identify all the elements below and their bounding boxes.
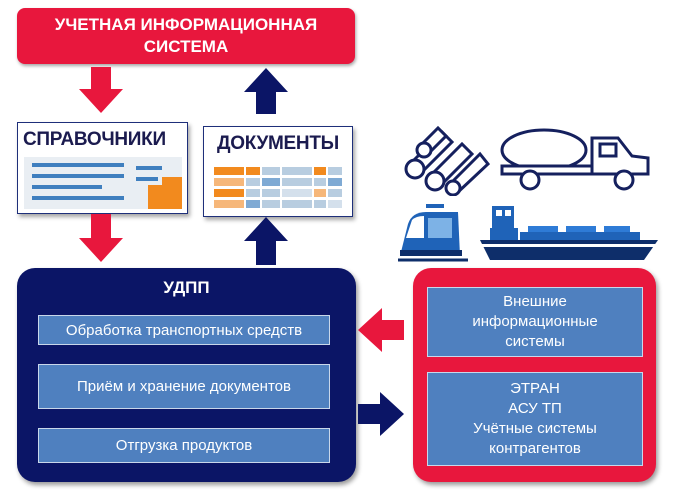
arrow-left-red-icon <box>358 308 404 352</box>
pipes-icon <box>404 125 491 196</box>
udpp-block: УДПП Обработка транспортных средств Приё… <box>17 268 356 482</box>
udpp-item-product-shipment: Отгрузка продуктов <box>38 428 330 463</box>
arrow-up-navy-icon <box>244 68 288 114</box>
tanker-ship-icon <box>480 206 658 260</box>
external-systems-block: Внешние информационные системы ЭТРАН АСУ… <box>413 268 656 482</box>
asu-tp-label: АСУ ТП <box>508 400 562 417</box>
documents-card: ДОКУМЕНТЫ <box>203 126 353 217</box>
external-systems-line: системы <box>505 333 565 350</box>
external-systems-line: Внешние <box>503 293 567 310</box>
arrow-down-red-icon <box>79 214 123 262</box>
external-information-systems-box: Внешние информационные системы <box>427 287 643 357</box>
udpp-item-vehicle-processing: Обработка транспортных средств <box>38 315 330 345</box>
reference-books-title: СПРАВОЧНИКИ <box>23 129 166 150</box>
udpp-item-document-storage: Приём и хранение документов <box>38 364 330 409</box>
documents-title: ДОКУМЕНТЫ <box>217 133 339 154</box>
accounting-system-banner: УЧЕТНАЯ ИНФОРМАЦИОННАЯ СИСТЕМА <box>17 8 355 64</box>
document-table-illustration-icon <box>212 165 344 211</box>
arrow-up-navy-icon <box>244 217 288 265</box>
udpp-title: УДПП <box>163 278 210 297</box>
accounting-systems-label: Учётные системы <box>473 420 597 437</box>
accounting-system-title-line2: СИСТЕМА <box>143 37 229 56</box>
arrow-down-red-icon <box>79 67 123 113</box>
reference-book-illustration-icon <box>24 157 182 209</box>
train-icon <box>398 204 468 262</box>
arrow-right-navy-icon <box>358 392 404 436</box>
tanker-truck-icon <box>500 128 650 191</box>
counterparties-label: контрагентов <box>489 440 581 457</box>
reference-books-card: СПРАВОЧНИКИ <box>17 122 188 214</box>
accounting-system-title-line1: УЧЕТНАЯ ИНФОРМАЦИОННАЯ <box>54 15 318 34</box>
etran-label: ЭТРАН <box>510 380 560 397</box>
etran-asutp-box: ЭТРАН АСУ ТП Учётные системы контрагенто… <box>427 372 643 466</box>
external-systems-line: информационные <box>472 313 598 330</box>
